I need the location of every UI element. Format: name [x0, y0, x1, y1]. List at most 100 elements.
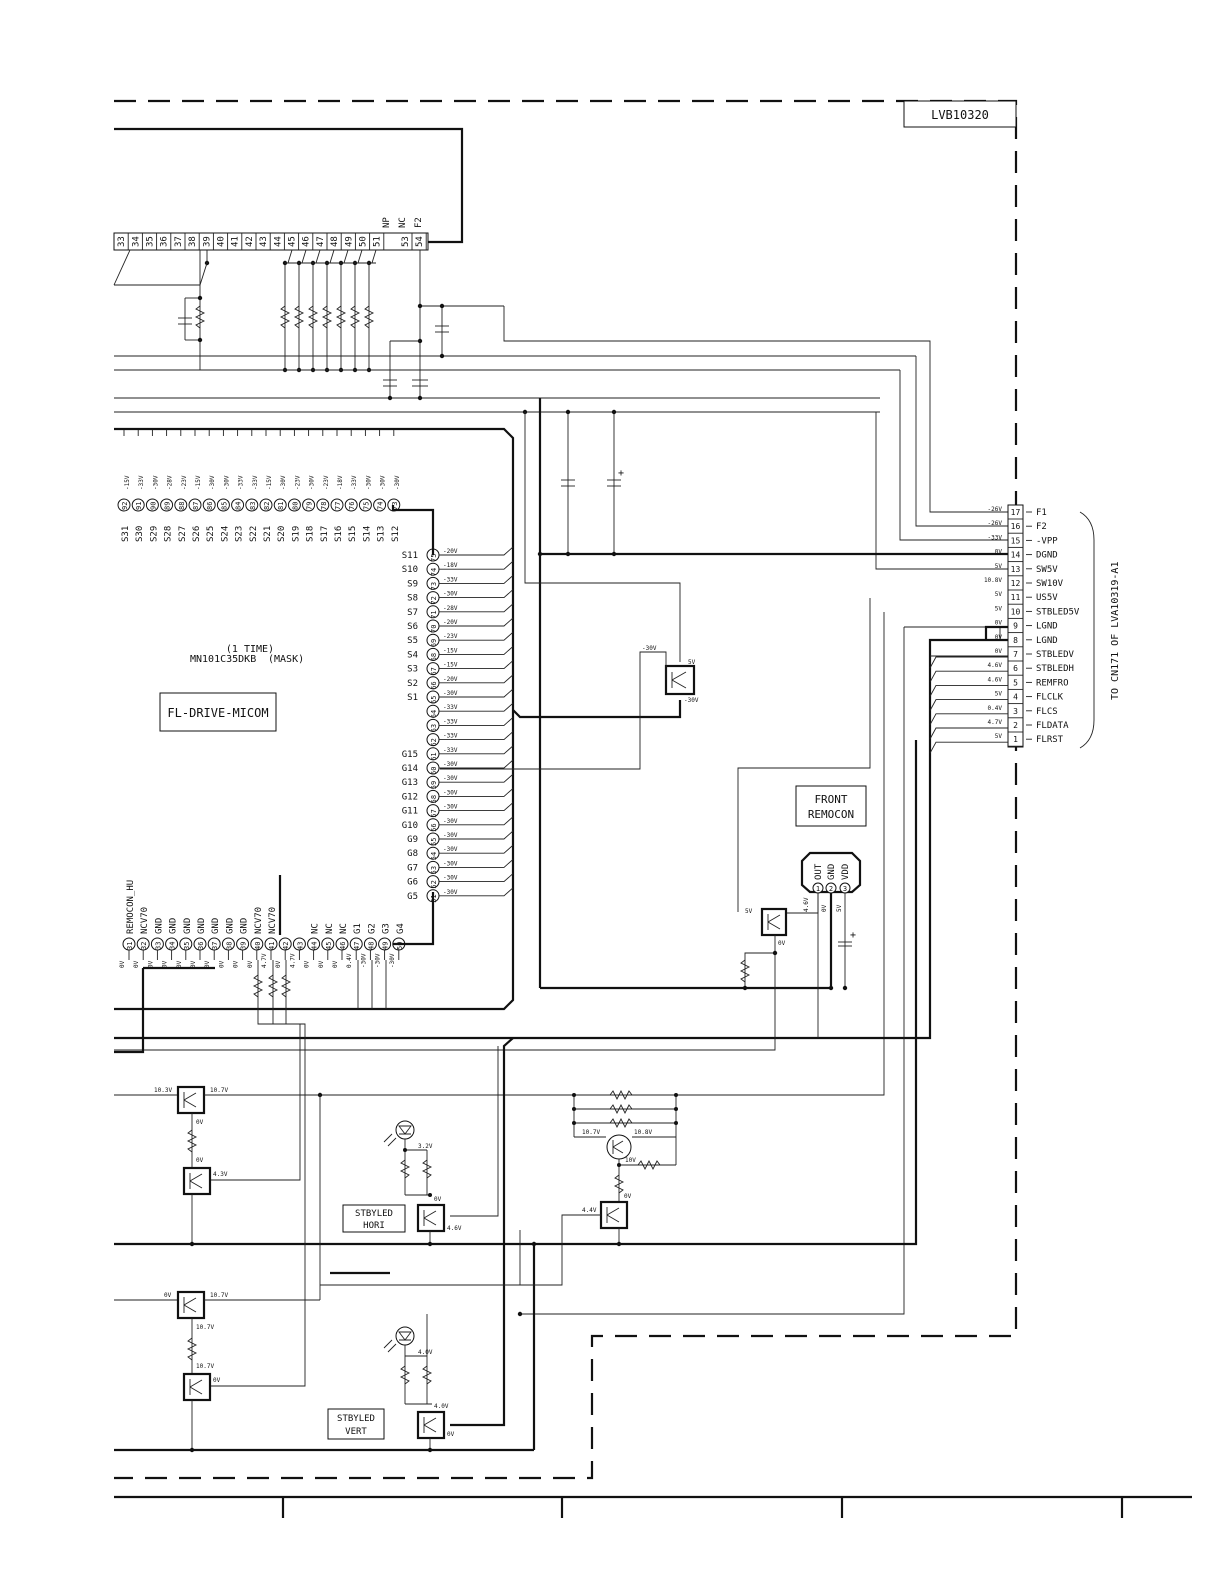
ic-right-pin-label: S3 [407, 665, 418, 675]
ic-right-pin-voltage: -20V [443, 619, 458, 626]
top-pin-number: 46 [302, 236, 312, 247]
ic-bottom-pin-number: 43 [296, 942, 304, 950]
ic-pin-label: S24 [220, 526, 230, 542]
vert-in-v: 0V [447, 1431, 455, 1438]
connector-pin-name: STBLEDV [1036, 650, 1075, 660]
ic-right-pin-label: S10 [402, 565, 418, 575]
reg-base-v: 0V [624, 1193, 632, 1200]
connector-pin-name: FLCLK [1036, 693, 1064, 703]
ic-pin-circle [188, 498, 202, 512]
ic-pin-circle [117, 498, 131, 512]
board-outline: LVB10320 [114, 99, 1018, 1480]
ic-bottom-pin-label: GND [240, 918, 250, 934]
reg-in-v: 4.4V [582, 1207, 597, 1214]
connector-pin-voltage: -26V [988, 506, 1003, 513]
ic-bottom-pin-number: 46 [339, 942, 347, 950]
ic-pin-label: S18 [306, 526, 316, 542]
connector-pin-name: LGND [1036, 622, 1058, 632]
vert-q1-out: 10.7V [210, 1292, 228, 1299]
ic-bottom-pin-label: NC [325, 923, 335, 934]
mid-transistor: -30V 5V -30V [440, 645, 699, 770]
top-pin-number: 34 [131, 236, 141, 247]
ic-right-pin-voltage: -33V [443, 718, 458, 725]
ic-pin-label: S16 [334, 526, 344, 542]
ic-bottom-pin-voltage: 0V [233, 960, 240, 968]
ic-right-pin-number: 62 [430, 738, 438, 746]
ic-bottom-pin-label: GND [169, 918, 179, 934]
connector-pin-name: SW5V [1036, 565, 1058, 575]
ic-bottom-pin-voltage: 4.7V [289, 953, 296, 968]
ic-right-pin-voltage: -30V [443, 832, 458, 839]
ic-bottom-pin-number: 40 [254, 942, 262, 950]
ic-right-pin-voltage: -30V [443, 690, 458, 697]
ic-bottom-pin-number: 33 [154, 942, 162, 950]
svg-text:+: + [850, 930, 856, 941]
ic-right-pin-label: G11 [402, 807, 418, 817]
remocon-title-1: FRONT [814, 793, 847, 806]
vert-q1-base: 10.7V [196, 1324, 214, 1331]
connector-pin-number: 5 [1013, 678, 1018, 687]
remocon-v-out: 4.6V [803, 897, 810, 912]
ic-pin-label: S14 [362, 526, 372, 542]
ic-right-pin-label: G13 [402, 778, 418, 788]
ic-pin-label: S31 [121, 526, 131, 542]
ic-bottom-pin-label: NC [339, 923, 349, 934]
ic-bottom-pin-number: 41 [268, 942, 276, 950]
remocon-title-2: REMOCON [808, 808, 854, 821]
ic-right-pin-label: G7 [407, 863, 418, 873]
ic-pin-number: 81 [277, 502, 285, 510]
upper-wiring [113, 249, 1008, 541]
ic-right-pin-label: S7 [407, 608, 418, 618]
ic-bottom-pin-label: REMOCON_HU [126, 880, 136, 934]
ic-pin-circle [358, 498, 372, 512]
ic-pin-circle [145, 498, 159, 512]
ic-right-pin-number: 68 [430, 653, 438, 661]
ic-right-pin-voltage: -30V [443, 860, 458, 867]
ic-pin-number: 89 [164, 502, 172, 510]
top-pin-number: 47 [316, 236, 326, 247]
connector-pin-number: 11 [1011, 593, 1021, 602]
remocon-pin-name: VDD [841, 864, 851, 880]
ic-right-pin-number: 74 [430, 568, 438, 576]
ic-pin-voltage: -33V [238, 475, 245, 490]
hori-title-1: STBYLED [355, 1209, 393, 1219]
ic-right-pin-voltage: -30V [443, 818, 458, 825]
mid-q-top: 5V [688, 659, 696, 666]
ic-bottom-pin-label: G2 [367, 923, 377, 934]
top-pin-number: 40 [217, 236, 227, 247]
remocon-pin-name: GND [827, 864, 837, 880]
ic-name: FL-DRIVE-MICOM [167, 706, 268, 720]
stbyled-vert: 4.0V 4.0V 0V STBYLED VERT [327, 1314, 455, 1453]
ic-right-pin-number: 72 [430, 596, 438, 604]
ic-bottom-pin-label: GND [225, 918, 235, 934]
ic-right-pin-label: S1 [407, 693, 418, 703]
connector-pin-voltage: 5V [995, 563, 1003, 570]
ic-pin-circle [131, 498, 145, 512]
ic-bottom-pin-number: 50 [396, 942, 404, 950]
ic-right-pin-label: G8 [407, 849, 418, 859]
connector-pin-voltage: 4.7V [988, 719, 1003, 726]
ic-bottom-pin-voltage: 0V [119, 960, 126, 968]
remocon-v-vdd: 5V [836, 904, 843, 912]
reg-right-v: 10.8V [634, 1129, 652, 1136]
ic-right-pin-voltage: -30V [443, 804, 458, 811]
ic-right-pin-label: G14 [402, 764, 418, 774]
ic-pin-circle [344, 498, 358, 512]
hori-base-v: 0V [434, 1196, 442, 1203]
connector-pin-number: 3 [1013, 707, 1018, 716]
connector-pin-number: 17 [1011, 508, 1021, 517]
connector-pin-number: 16 [1011, 522, 1021, 531]
ic-pin-label: S23 [235, 526, 245, 542]
ic-bottom-pin-voltage: 0V [218, 960, 225, 968]
ic-bottom-pin-voltage: 0V [247, 960, 254, 968]
ic-pin-voltage: -18V [337, 475, 344, 490]
ic-pin-label: S21 [263, 526, 273, 542]
ic-right-pin-label: G9 [407, 835, 418, 845]
top-pin-number: 45 [288, 236, 298, 247]
ic-bottom-pin-label: G3 [382, 923, 392, 934]
ic-pin-voltage: -30V [152, 475, 159, 490]
ic-pin-number: 78 [320, 502, 328, 510]
top-pin-number: 39 [202, 236, 212, 247]
connector-pin-name: DGND [1036, 551, 1058, 561]
